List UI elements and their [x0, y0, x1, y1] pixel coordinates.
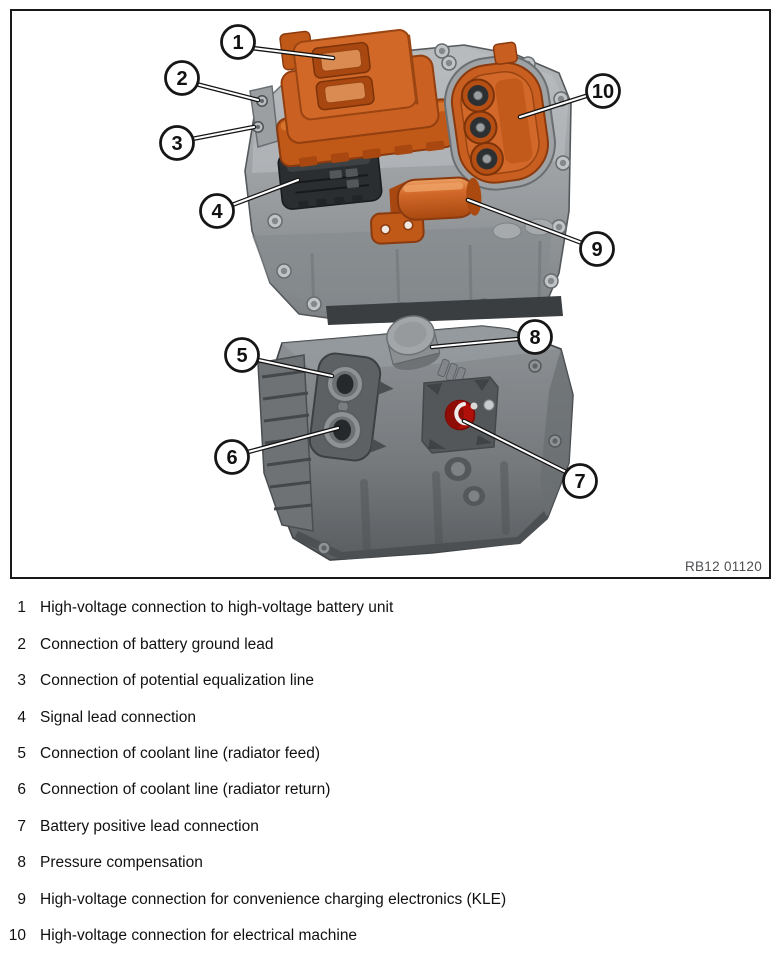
- legend-item-label: Connection of coolant line (radiator fee…: [40, 744, 321, 762]
- callout-number: 3: [171, 133, 182, 155]
- legend-item-2: 2 Connection of battery ground lead: [0, 626, 781, 662]
- lower-bolt-bosses: [317, 359, 562, 555]
- legend-item-number: 4: [17, 708, 26, 726]
- callout-8: 8: [429, 319, 553, 355]
- legend-item-6: 6 Connection of coolant line (radiator r…: [0, 772, 781, 808]
- callout-number: 7: [574, 471, 585, 493]
- callout-3: 3: [159, 124, 257, 161]
- lower-unit: [257, 315, 574, 561]
- figure-code: RB12 01120: [684, 559, 762, 574]
- callout-number: 10: [592, 81, 614, 103]
- upper-unit-underside: [326, 296, 563, 325]
- legend-item-number: 6: [17, 781, 26, 799]
- power-electronics-illustration: 1 2 3 4 5: [159, 24, 621, 561]
- legend-item-label: Signal lead connection: [40, 708, 196, 726]
- callout-10: 10: [517, 73, 621, 120]
- legend-item-number: 5: [17, 744, 26, 762]
- legend-item-9: 9 High-voltage connection for convenienc…: [0, 882, 781, 918]
- callouts: 1 2 3 4 5: [159, 24, 621, 499]
- legend-item-label: Connection of potential equalization lin…: [40, 672, 315, 690]
- legend-item-number: 2: [17, 635, 26, 653]
- battery-positive-recess: [421, 376, 499, 454]
- legend-item-7: 7 Battery positive lead connection: [0, 809, 781, 845]
- legend-item-4: 4 Signal lead connection: [0, 699, 781, 735]
- legend-item-label: Battery positive lead connection: [40, 817, 259, 835]
- callout-number: 6: [226, 447, 237, 469]
- upper-unit: [244, 29, 572, 325]
- legend-item-label: High-voltage connection for convenience …: [40, 890, 507, 908]
- legend-item-1: 1 High-voltage connection to high-voltag…: [0, 590, 781, 626]
- legend-item-label: High-voltage connection for electrical m…: [40, 927, 358, 945]
- legend-item-3: 3 Connection of potential equalization l…: [0, 663, 781, 699]
- legend-item-number: 7: [17, 817, 26, 835]
- legend-item-number: 3: [17, 672, 26, 690]
- legend-item-number: 9: [17, 890, 26, 908]
- callout-number: 1: [232, 32, 243, 54]
- callout-number: 2: [176, 68, 187, 90]
- legend-item-5: 5 Connection of coolant line (radiator f…: [0, 736, 781, 772]
- phase-ports: [460, 78, 504, 176]
- callout-4: 4: [199, 177, 301, 229]
- hv-battery-connector: [276, 29, 457, 168]
- callout-5: 5: [224, 337, 335, 379]
- legend-item-number: 8: [17, 854, 26, 872]
- legend-item-label: Connection of battery ground lead: [40, 635, 274, 653]
- legend-item-label: Connection of coolant line (radiator ret…: [40, 781, 331, 799]
- legend-item-8: 8 Pressure compensation: [0, 845, 781, 881]
- legend-item-label: Pressure compensation: [40, 854, 203, 872]
- callout-6: 6: [214, 425, 341, 475]
- callout-number: 9: [591, 239, 602, 261]
- legend: 1 High-voltage connection to high-voltag…: [0, 590, 781, 954]
- callout-2: 2: [164, 60, 261, 103]
- callout-9: 9: [465, 197, 615, 267]
- legend-item-number: 1: [17, 599, 26, 617]
- kle-connector: [370, 176, 482, 245]
- legend-item-10: 10 High-voltage connection for electrica…: [0, 918, 781, 954]
- callout-7: 7: [461, 418, 598, 499]
- legend-item-label: High-voltage connection to high-voltage …: [40, 599, 394, 617]
- callout-number: 5: [236, 345, 247, 367]
- figure-frame: 1 2 3 4 5: [10, 9, 771, 579]
- pressure-compensation-cap: [386, 315, 466, 386]
- legend-item-number: 10: [8, 927, 26, 945]
- callout-number: 4: [211, 201, 223, 223]
- electrical-machine-connector: [443, 41, 556, 191]
- coolant-port-feed: [326, 365, 364, 403]
- callout-number: 8: [529, 327, 540, 349]
- callout-1: 1: [220, 24, 336, 61]
- lower-ring-recesses: [444, 457, 485, 506]
